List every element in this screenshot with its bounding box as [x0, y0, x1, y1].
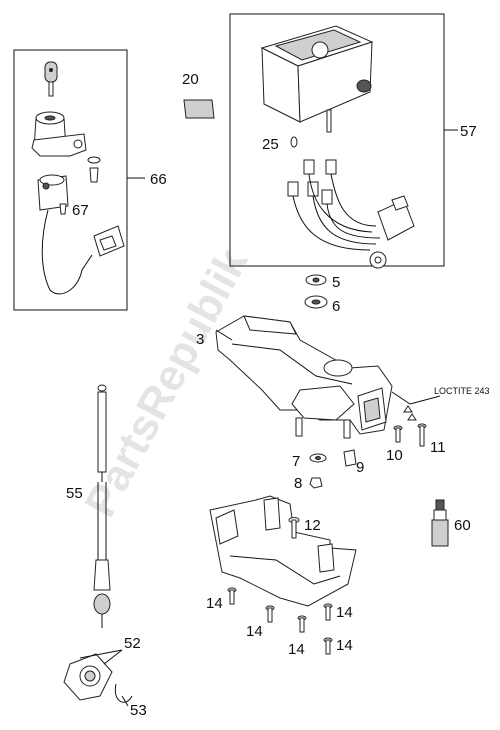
ignition-lock-cylinder	[31, 111, 87, 157]
label-52: 52	[124, 635, 141, 652]
label-60: 60	[454, 517, 471, 534]
label-8: 8	[294, 475, 302, 492]
label-6: 6	[332, 298, 340, 315]
clip-9	[343, 449, 357, 467]
screw-12	[288, 517, 300, 539]
label-10: 10	[386, 447, 403, 464]
label-55: 55	[66, 485, 83, 502]
ignition-connector	[93, 225, 125, 257]
label-14-e: 14	[336, 637, 353, 654]
ignition-screw-67	[59, 203, 67, 215]
screw-10	[393, 425, 403, 443]
label-53: 53	[130, 702, 147, 719]
loctite-label: LOCTITE 243	[434, 386, 490, 396]
label-3: 3	[196, 331, 204, 348]
label-25: 25	[262, 136, 279, 153]
label-67: 67	[72, 202, 89, 219]
leader-loctite-2	[409, 395, 441, 405]
speedo-cable	[93, 384, 111, 628]
ignition-group-box	[13, 49, 128, 311]
speedo-drive	[63, 649, 133, 707]
watermark-text: PartsRepublik	[76, 240, 258, 525]
label-57: 57	[460, 123, 477, 140]
drop-marks	[403, 405, 417, 421]
screw-11	[417, 423, 427, 447]
label-20: 20	[182, 71, 199, 88]
pad-20	[183, 99, 215, 119]
small-washer	[87, 156, 101, 183]
label-14-c: 14	[336, 604, 353, 621]
ignition-switch-body	[37, 174, 69, 211]
lower-bracket	[209, 495, 357, 607]
washer-7	[309, 453, 327, 463]
speedometer-group-box	[229, 13, 445, 267]
label-12: 12	[304, 517, 321, 534]
label-11: 11	[430, 439, 446, 456]
damper-6	[304, 295, 328, 309]
label-5: 5	[332, 274, 340, 291]
loctite-bottle	[431, 499, 449, 547]
instrument-bracket	[215, 315, 393, 439]
ignition-key	[44, 61, 58, 97]
ignition-cable	[41, 209, 93, 295]
bulb-25	[290, 136, 298, 148]
label-14-d: 14	[288, 641, 305, 658]
leader-loctite	[391, 391, 411, 405]
rubber-grommet-5	[305, 274, 327, 286]
speedometer-housing	[260, 25, 374, 133]
screws-14	[227, 587, 333, 655]
nut-8	[309, 477, 323, 489]
label-14-b: 14	[246, 623, 263, 640]
speedometer-wiring	[287, 159, 415, 269]
label-9: 9	[356, 459, 364, 476]
leader-3	[215, 329, 233, 341]
label-14-a: 14	[206, 595, 223, 612]
label-66: 66	[150, 171, 167, 188]
label-7: 7	[292, 453, 300, 470]
